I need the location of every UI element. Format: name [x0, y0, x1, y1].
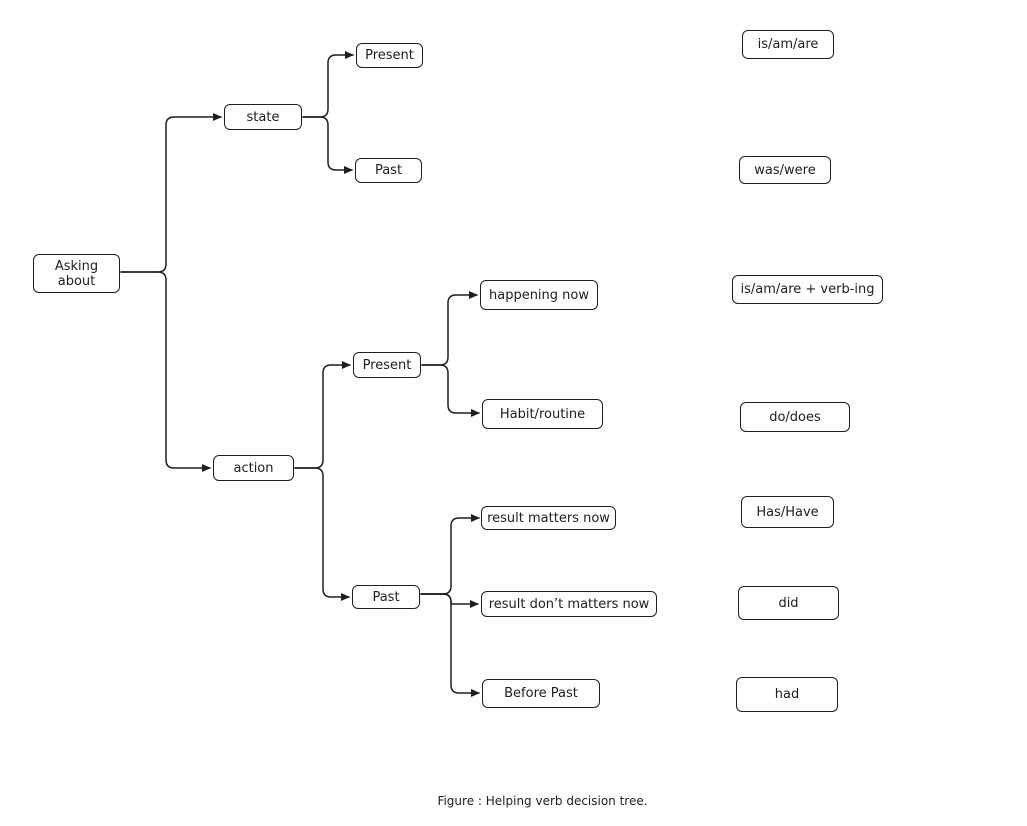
- edge-root-action: [120, 271, 211, 472]
- answer-do-does: do/does: [740, 402, 850, 432]
- edge-past-result-matters: [420, 514, 480, 595]
- edge-state-past: [302, 116, 353, 174]
- node-state-present: Present: [356, 43, 423, 68]
- answer-has-have: Has/Have: [741, 496, 834, 528]
- edge-state-present: [302, 51, 354, 118]
- node-result-dont-matters-now: result don’t matters now: [481, 591, 657, 617]
- node-state: state: [224, 104, 302, 130]
- edge-past-before-past: [420, 593, 480, 697]
- node-habit-routine: Habit/routine: [482, 399, 603, 429]
- node-asking-about: Asking about: [33, 254, 120, 293]
- edge-present-happening: [421, 291, 478, 366]
- node-result-matters-now: result matters now: [481, 506, 616, 530]
- node-happening-now: happening now: [480, 280, 598, 310]
- figure-caption: Figure : Helping verb decision tree.: [437, 794, 648, 808]
- edge-action-past: [294, 467, 350, 601]
- node-action: action: [213, 455, 294, 481]
- edge-root-state: [120, 113, 222, 273]
- answer-had: had: [736, 677, 838, 712]
- node-before-past: Before Past: [482, 679, 600, 708]
- node-state-past: Past: [355, 158, 422, 183]
- edge-present-habit: [421, 364, 480, 417]
- answer-did: did: [738, 586, 839, 620]
- node-action-past: Past: [352, 585, 420, 609]
- node-action-present: Present: [353, 352, 421, 378]
- answer-is-am-are: is/am/are: [742, 30, 834, 59]
- answer-is-am-are-verb-ing: is/am/are + verb-ing: [732, 275, 883, 304]
- answer-was-were: was/were: [739, 156, 831, 184]
- edge-action-present: [294, 361, 351, 469]
